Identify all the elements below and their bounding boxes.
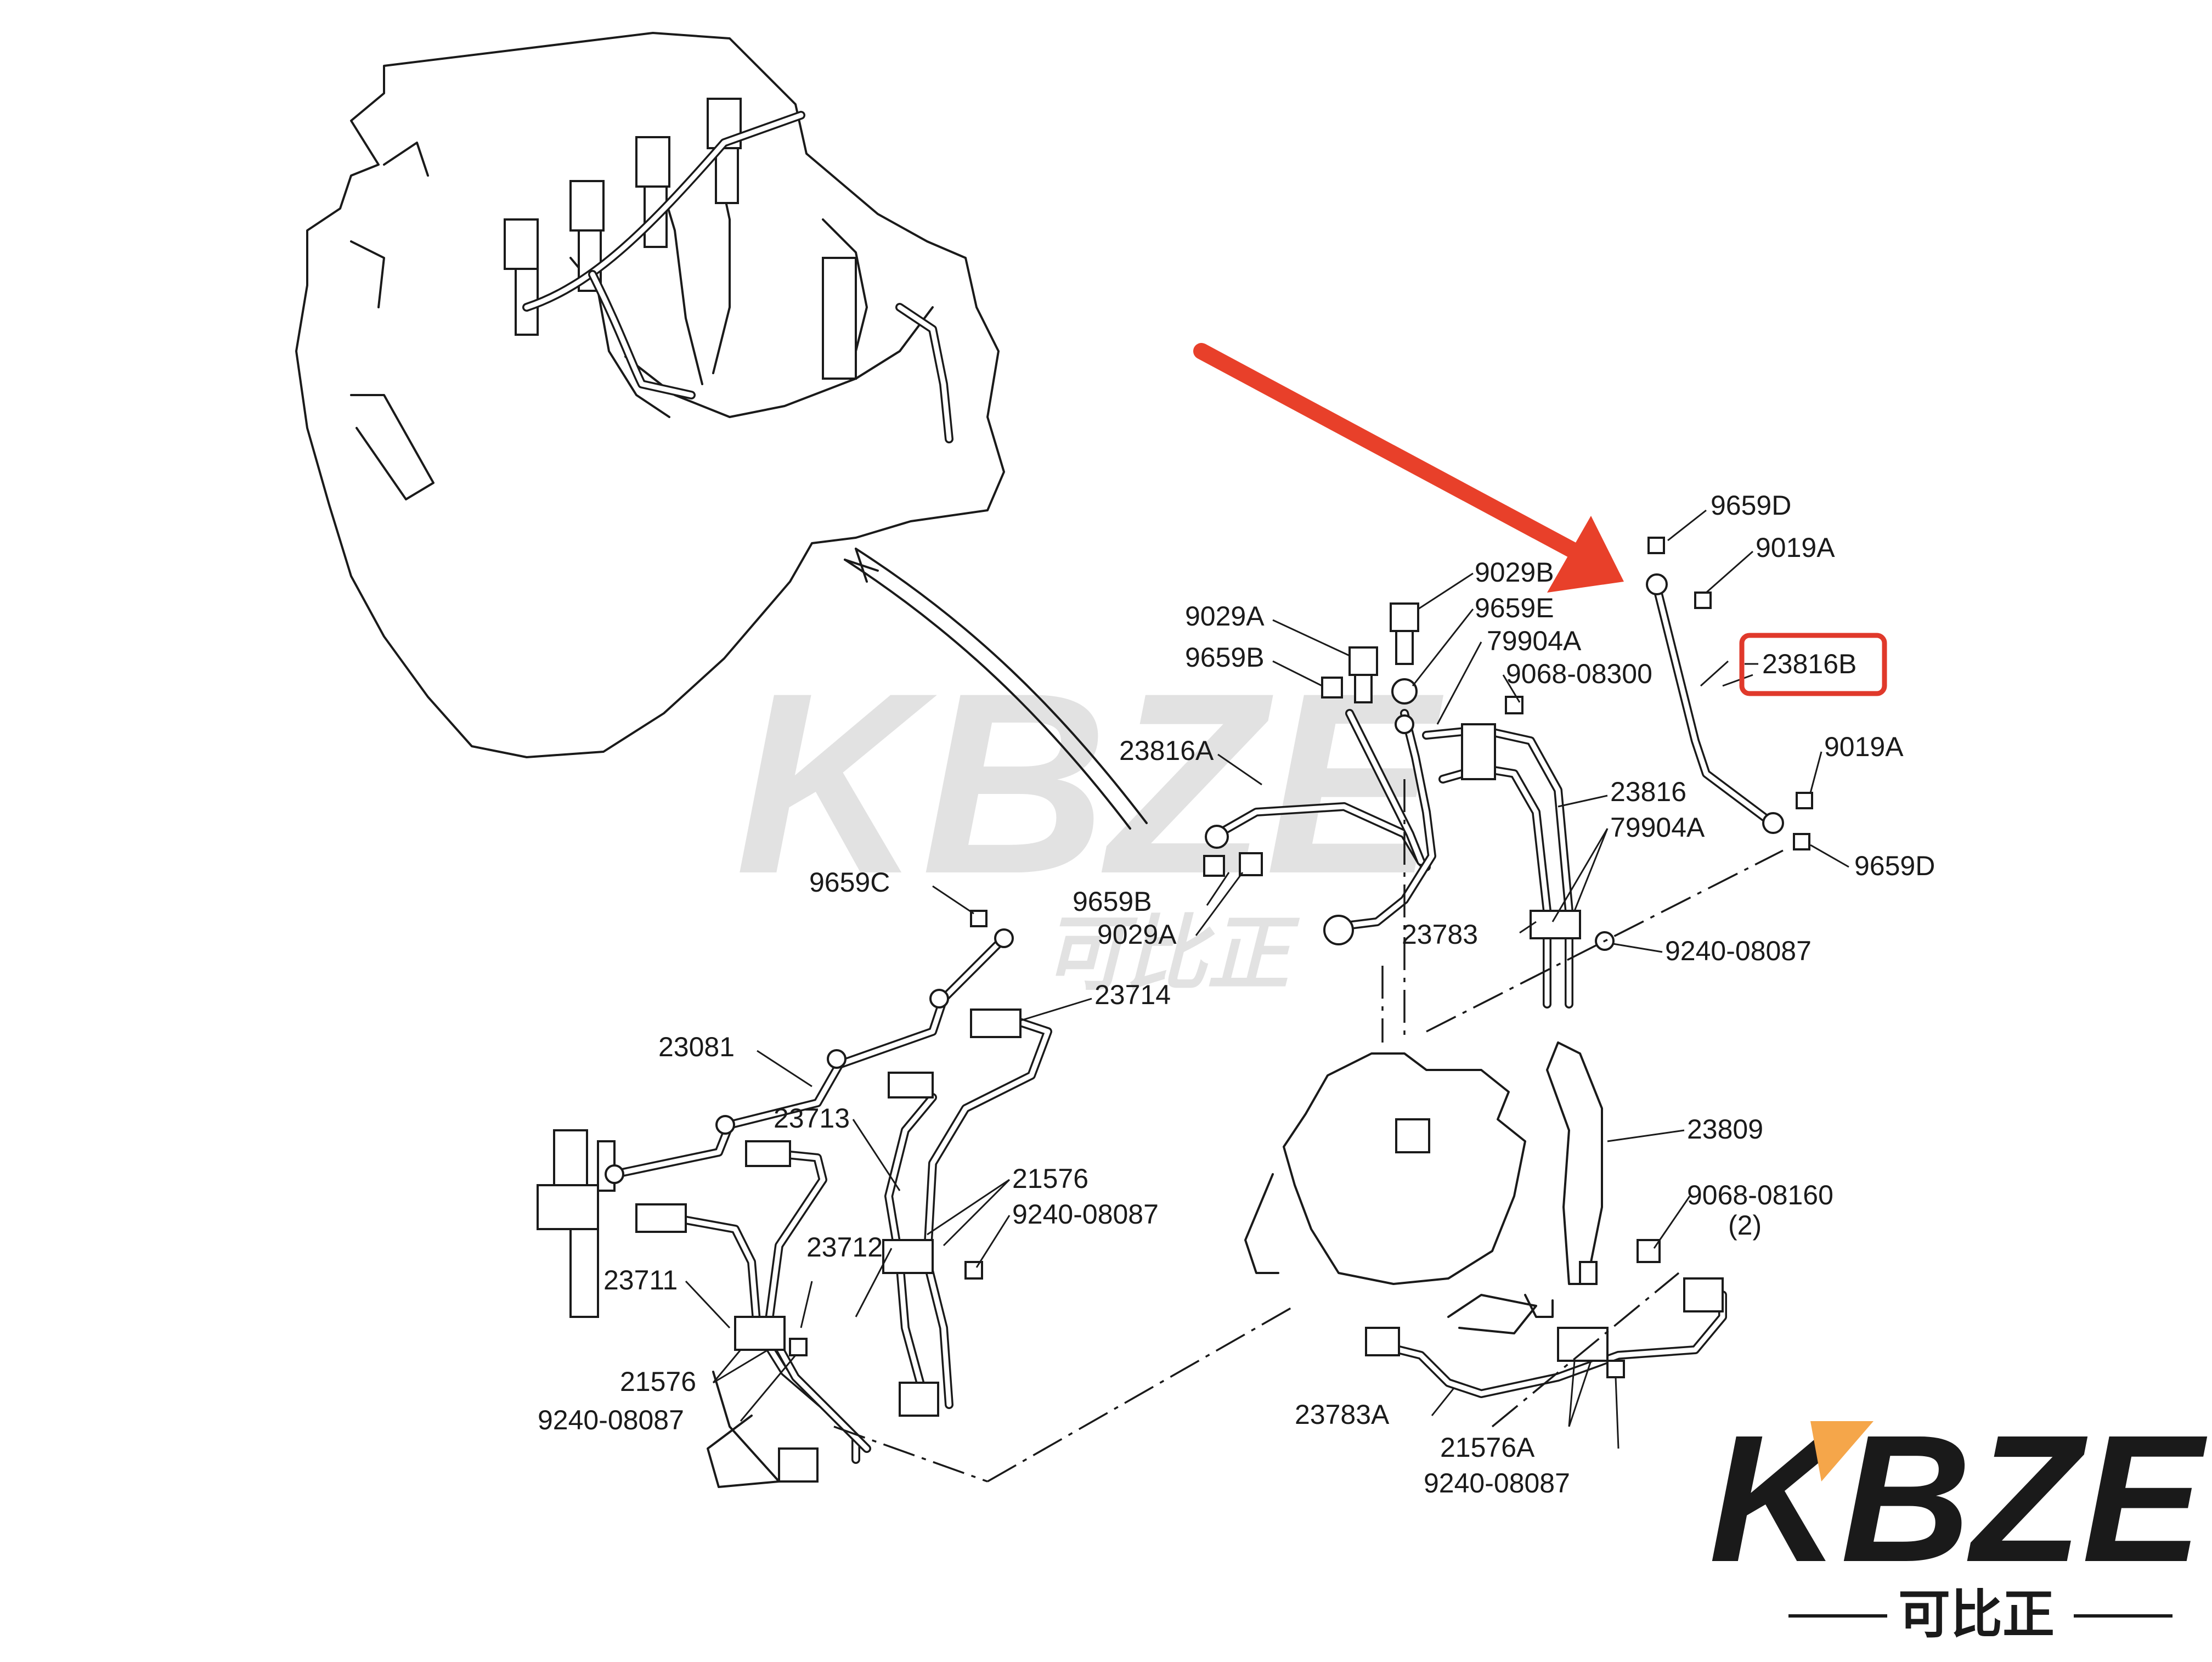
label-23712: 23712 (806, 1232, 883, 1263)
label-23711: 23711 (603, 1265, 678, 1295)
clamp-79904A-bottom (1530, 910, 1581, 939)
red-callout-arrow (1193, 343, 1624, 593)
label-9240-08087-c: 9240-08087 (538, 1405, 684, 1435)
clamp-21576A (1557, 1327, 1609, 1362)
lower-right-pump-assembly (1244, 1041, 1727, 1398)
bolt-9068-08160 (1637, 1239, 1661, 1263)
label-9019A-bottom: 9019A (1824, 731, 1904, 762)
banjo-fitting-top (1646, 573, 1668, 595)
label-79904A-bottom: 79904A (1610, 812, 1705, 843)
label-79904A-top: 79904A (1487, 626, 1582, 656)
label-23809: 23809 (1687, 1114, 1763, 1145)
clamp-21576-right (882, 1239, 934, 1274)
label-23816B: 23816B (1762, 649, 1857, 679)
part-labels: 9659D 9019A 9029B 9659E 79904A 9068-0830… (538, 490, 1935, 1498)
label-9068-08160: 9068-08160 (1687, 1180, 1833, 1210)
label-23816: 23816 (1610, 776, 1686, 807)
watermark-chinese: 可比正 (1042, 908, 1300, 1000)
label-9240-08087-d: 9240-08087 (1424, 1468, 1570, 1498)
upper-right-fuel-lines (1203, 537, 1813, 1009)
bolt-9029A (1348, 646, 1378, 676)
label-9068-08300: 9068-08300 (1506, 658, 1652, 689)
label-9029A-bottom: 9029A (1097, 919, 1177, 950)
label-9659E: 9659E (1475, 593, 1554, 623)
nut-9659D-top (1647, 537, 1665, 554)
nut-23711 (635, 1203, 687, 1233)
bolt-9019A-bottom (1796, 792, 1813, 809)
nut-23713 (888, 1072, 934, 1098)
label-9659D-bottom: 9659D (1854, 850, 1935, 881)
bolt-9029B (1390, 602, 1419, 632)
label-23816A: 23816A (1119, 735, 1214, 766)
nut-23714 (970, 1009, 1022, 1038)
label-21576-a: 21576 (1012, 1163, 1088, 1194)
label-23783A: 23783A (1295, 1399, 1390, 1430)
label-23714: 23714 (1094, 979, 1171, 1010)
left-injector-pipes (537, 910, 1052, 1488)
highlight-23816B: 23816B (1739, 633, 1887, 696)
banjo-fitting-bottom (1762, 812, 1784, 834)
engine-overview-illustration (295, 32, 1005, 758)
label-23081: 23081 (658, 1032, 735, 1062)
label-9659B-bottom: 9659B (1073, 886, 1152, 917)
label-9659D-top: 9659D (1711, 490, 1791, 521)
kbze-logo: K BZE 可比正 (1709, 1397, 2209, 1645)
label-9029B: 9029B (1475, 557, 1554, 588)
label-9019A-top: 9019A (1756, 532, 1835, 563)
label-9240-08087-a: 9240-08087 (1665, 936, 1812, 966)
washer-9659B (1321, 677, 1343, 698)
label-9068-08160-qty: (2) (1728, 1210, 1762, 1241)
leader-lines (685, 509, 1849, 1449)
logo-chinese: 可比正 (1898, 1585, 2055, 1645)
detail-pointer-arrow (844, 548, 1148, 830)
highlight-box (1739, 633, 1887, 696)
injector-body (553, 1129, 588, 1192)
label-21576-b: 21576 (620, 1366, 696, 1397)
label-23713: 23713 (774, 1103, 850, 1134)
nut-9659D-bottom (1793, 833, 1810, 850)
label-9029A-top: 9029A (1185, 601, 1265, 632)
label-23783: 23783 (1402, 919, 1478, 950)
red-arrow-shaft (1193, 343, 1588, 562)
dashed-reference-lines (833, 779, 1784, 1483)
clamp-21576-left (734, 1316, 786, 1351)
label-9659B-top: 9659B (1185, 642, 1265, 673)
logo-accent (1810, 1421, 1874, 1481)
logo-letters-bze: BZE (1841, 1397, 2209, 1599)
label-9659C: 9659C (809, 867, 890, 898)
bolt-9019A-top (1694, 591, 1712, 609)
nut-23712 (745, 1140, 791, 1167)
red-arrow-head (1547, 516, 1624, 593)
label-9240-08087-b: 9240-08087 (1012, 1199, 1159, 1230)
label-21576A: 21576A (1440, 1432, 1535, 1463)
clamp-79904A-top (1461, 723, 1496, 780)
